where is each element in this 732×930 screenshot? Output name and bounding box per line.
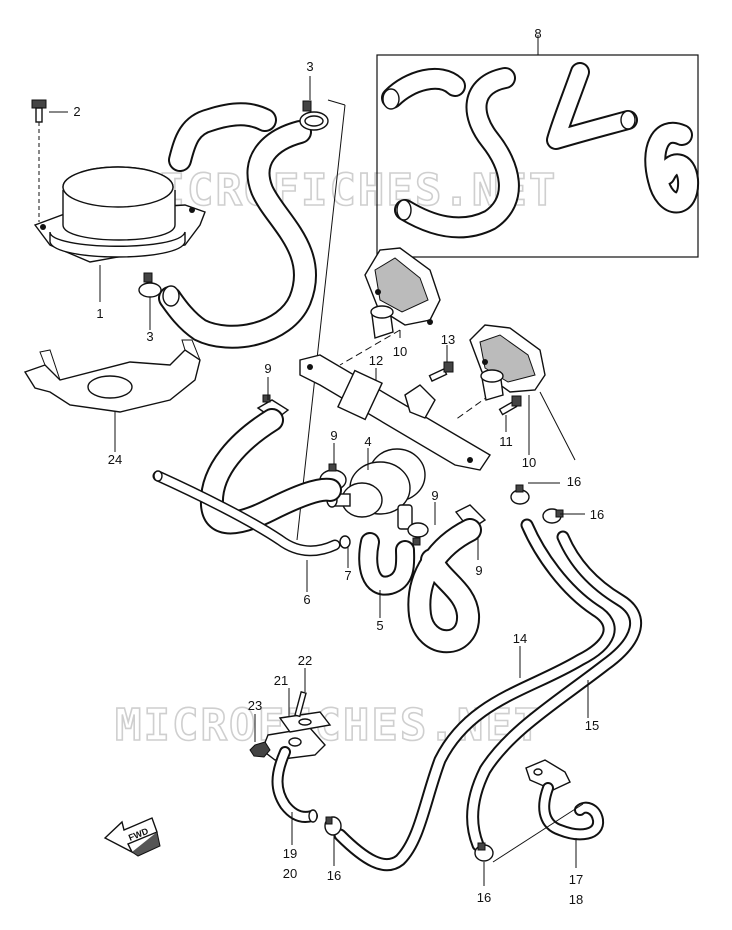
part-22-stud xyxy=(294,691,307,718)
callout-16-b: 16 xyxy=(590,507,604,522)
guide-dash-10b xyxy=(454,394,491,421)
part-8-hose-set-box xyxy=(376,43,700,258)
callout-19: 19 xyxy=(283,846,297,861)
part-hose-right-loop xyxy=(407,518,482,654)
callout-1: 1 xyxy=(96,306,103,321)
guide-dash-10 xyxy=(339,329,401,366)
part-1-pais-filter-case xyxy=(33,166,206,263)
part-7-clamp xyxy=(339,535,351,549)
part-16-clamp-a xyxy=(510,484,530,505)
callout-16-a: 16 xyxy=(567,474,581,489)
part-16-clamp-d xyxy=(474,842,494,862)
callout-10-upper: 10 xyxy=(393,344,407,359)
callout-20: 20 xyxy=(283,866,297,881)
callout-18: 18 xyxy=(569,892,583,907)
filter-outlet-hoses xyxy=(158,102,318,349)
callout-13: 13 xyxy=(441,332,455,347)
part-14-pipe xyxy=(333,518,616,872)
callout-9-b: 9 xyxy=(330,428,337,443)
part-10-reed-valve-lower xyxy=(469,324,546,401)
part-6-hose xyxy=(152,470,341,557)
callout-16-c: 16 xyxy=(327,868,341,883)
callout-16-d: 16 xyxy=(477,890,491,905)
part-9-clamp-c xyxy=(407,522,429,546)
callout-22: 22 xyxy=(298,653,312,668)
callout-24: 24 xyxy=(108,452,122,467)
part-10-reed-valve-upper xyxy=(364,247,441,339)
part-17-18-pipe xyxy=(525,759,604,841)
callout-9-c: 9 xyxy=(431,488,438,503)
part-23-nut xyxy=(249,741,271,758)
callout-12: 12 xyxy=(369,353,383,368)
part-21-gasket xyxy=(278,711,332,733)
callout-7: 7 xyxy=(344,568,351,583)
callout-3-top: 3 xyxy=(306,59,313,74)
part-hose-left-loop xyxy=(199,408,342,535)
part-12-plate xyxy=(299,354,491,471)
callout-9-a: 9 xyxy=(264,361,271,376)
callout-4: 4 xyxy=(364,434,371,449)
watermark-top: MICROFICHES.NET xyxy=(130,165,557,216)
callout-23: 23 xyxy=(248,698,262,713)
part-19-20-pipe xyxy=(261,727,326,823)
callout-8: 8 xyxy=(534,26,541,41)
part-16-clamp-b xyxy=(542,508,564,524)
part-16-clamp-c xyxy=(324,816,342,836)
part-4-pair-valve xyxy=(326,448,426,530)
fwd-arrow-icon: FWD xyxy=(103,817,161,857)
part-3-clamp-lower xyxy=(138,272,162,298)
part-15-pipe xyxy=(466,530,643,852)
callout-6: 6 xyxy=(303,592,310,607)
part-11-bolt xyxy=(498,395,522,416)
callout-21: 21 xyxy=(274,673,288,688)
guide-line-top xyxy=(327,99,346,106)
guide-line-left xyxy=(296,104,346,541)
callout-11: 11 xyxy=(499,434,513,449)
callout-2: 2 xyxy=(73,104,80,119)
callout-5: 5 xyxy=(376,618,383,633)
callout-17: 17 xyxy=(569,872,583,887)
callout-9-d: 9 xyxy=(475,563,482,578)
callout-10-lower: 10 xyxy=(522,455,536,470)
part-13-bolt xyxy=(428,361,454,383)
part-5-hose xyxy=(358,532,416,596)
callout-15: 15 xyxy=(585,718,599,733)
part-2-bolt xyxy=(31,99,47,222)
part-3-clamp-top xyxy=(299,100,329,131)
callout-14: 14 xyxy=(513,631,527,646)
leader-lines xyxy=(49,35,589,886)
part-24-bracket xyxy=(23,339,201,413)
callout-3-lower: 3 xyxy=(146,329,153,344)
